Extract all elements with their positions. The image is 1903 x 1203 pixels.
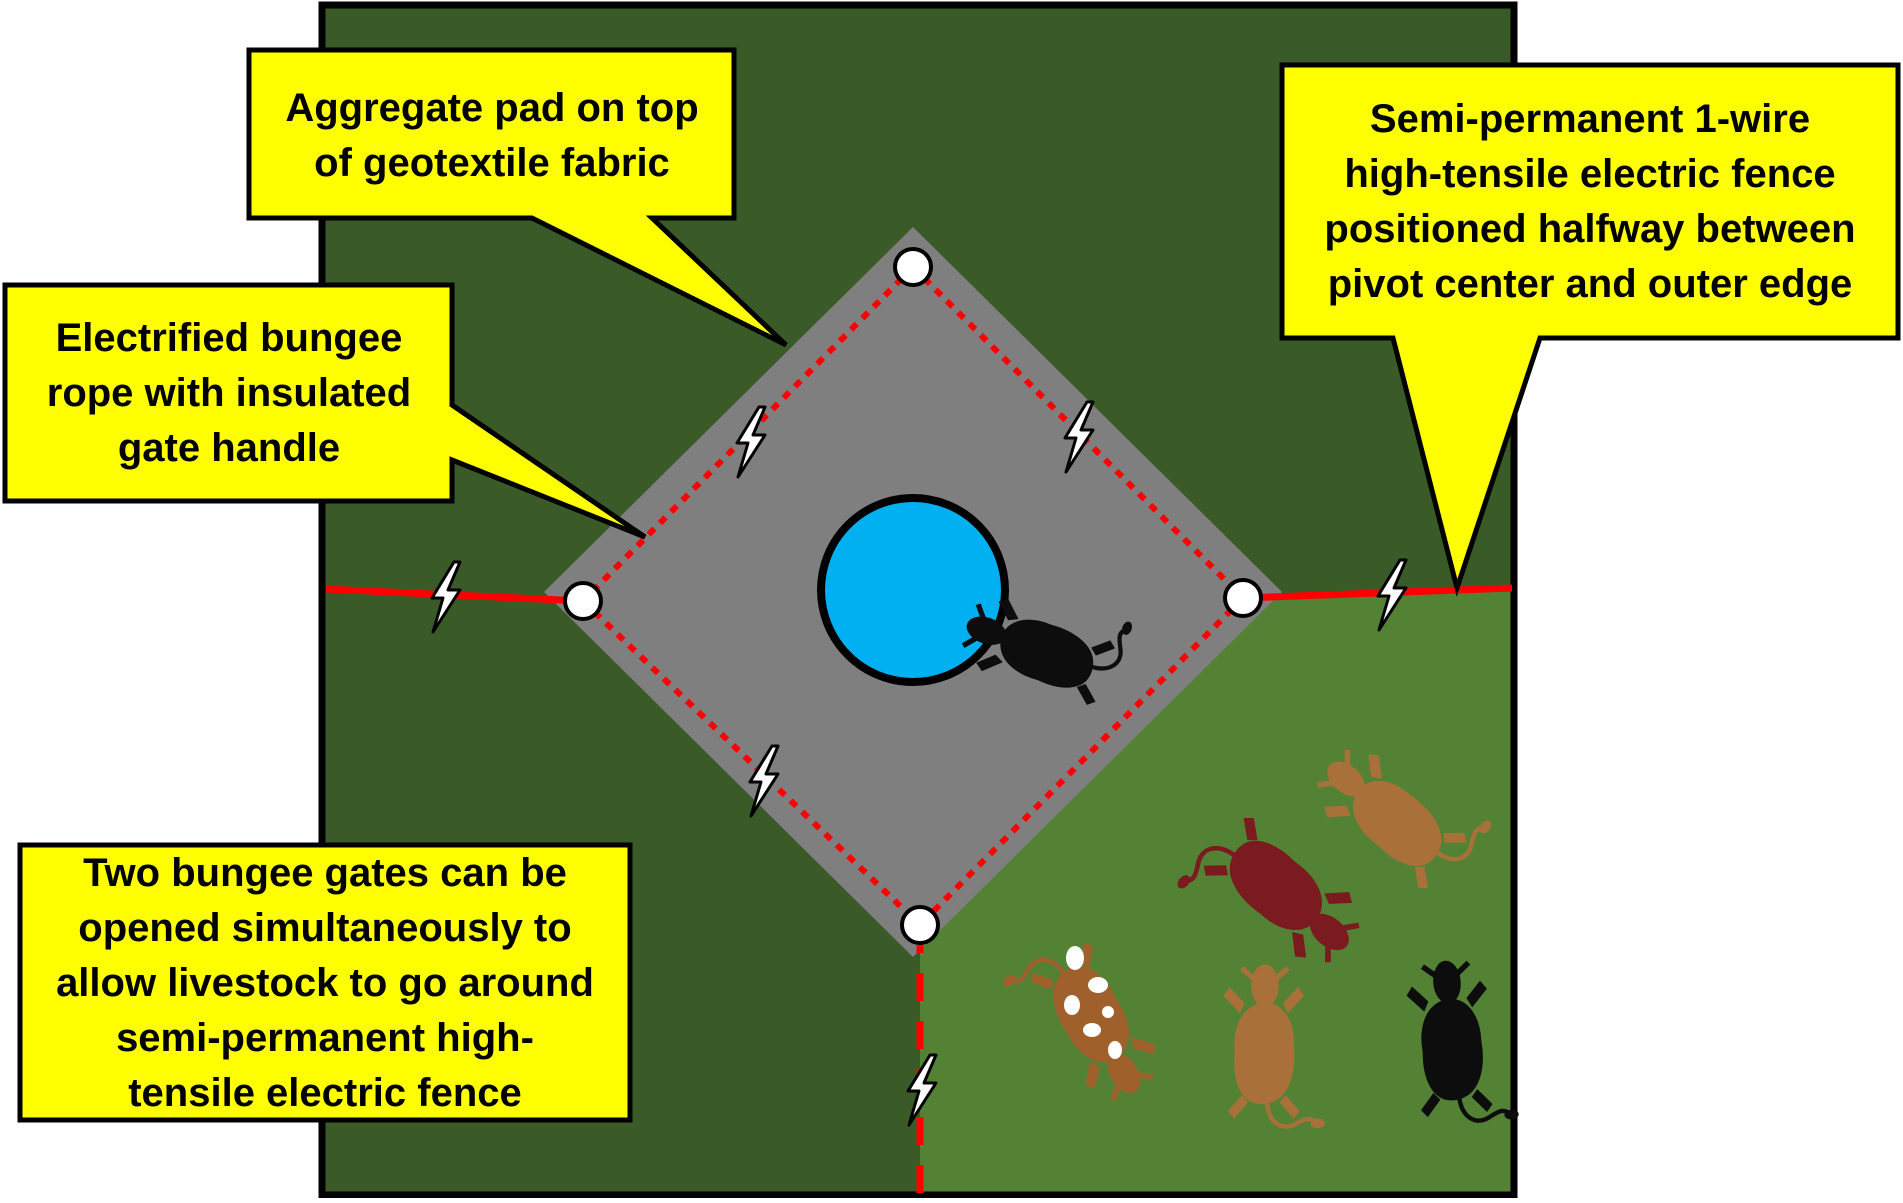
fence-line-right bbox=[1242, 584, 1513, 602]
callout-line: gate handle bbox=[117, 425, 341, 470]
callout-line: positioned halfway between bbox=[1324, 207, 1856, 251]
callout-aggregate-pad-box bbox=[246, 47, 788, 348]
callout-line: opened simultaneously to bbox=[78, 905, 572, 950]
callout-line: allow livestock to go around bbox=[56, 960, 594, 1005]
callout-line: pivot center and outer edge bbox=[1327, 262, 1853, 306]
callout-line: Two bungee gates can be bbox=[83, 850, 567, 895]
pasture-border bbox=[318, 1, 1518, 1199]
callout-line: of geotextile fabric bbox=[314, 141, 670, 185]
callout-bungee-rope: Electrified bungee rope with insulated g… bbox=[8, 288, 450, 498]
cow-spots bbox=[1064, 946, 1122, 1059]
gate-handle-icon bbox=[900, 905, 940, 945]
callout-aggregate-pad: Aggregate pad on top of geotextile fabri… bbox=[252, 56, 732, 216]
callout-line: tensile electric fence bbox=[128, 1070, 522, 1115]
callout-line: rope with insulated bbox=[46, 370, 412, 415]
callout-fence-box bbox=[1279, 62, 1901, 597]
bungee-rope bbox=[580, 264, 1246, 928]
callout-semi-permanent-fence: Semi-permanent 1-wire high-tensile elect… bbox=[1285, 68, 1895, 336]
callout-line: Electrified bungee bbox=[55, 315, 403, 360]
callout-bungee-gates: Two bungee gates can be opened simultane… bbox=[23, 848, 627, 1118]
water-tank-icon bbox=[817, 494, 1009, 686]
callout-bungee-rope-box bbox=[2, 282, 647, 540]
gate-handle-icon bbox=[1223, 578, 1263, 618]
callout-bungee-gates-box bbox=[17, 842, 633, 1123]
gate-handle-icon bbox=[893, 247, 933, 287]
callout-line: semi-permanent high- bbox=[116, 1015, 534, 1060]
callout-line: Semi-permanent 1-wire bbox=[1369, 97, 1811, 141]
gate-handle-icon bbox=[563, 581, 603, 621]
callout-line: high-tensile electric fence bbox=[1344, 152, 1836, 196]
light-pasture bbox=[920, 587, 1514, 1195]
callout-line: Aggregate pad on top bbox=[285, 86, 699, 130]
